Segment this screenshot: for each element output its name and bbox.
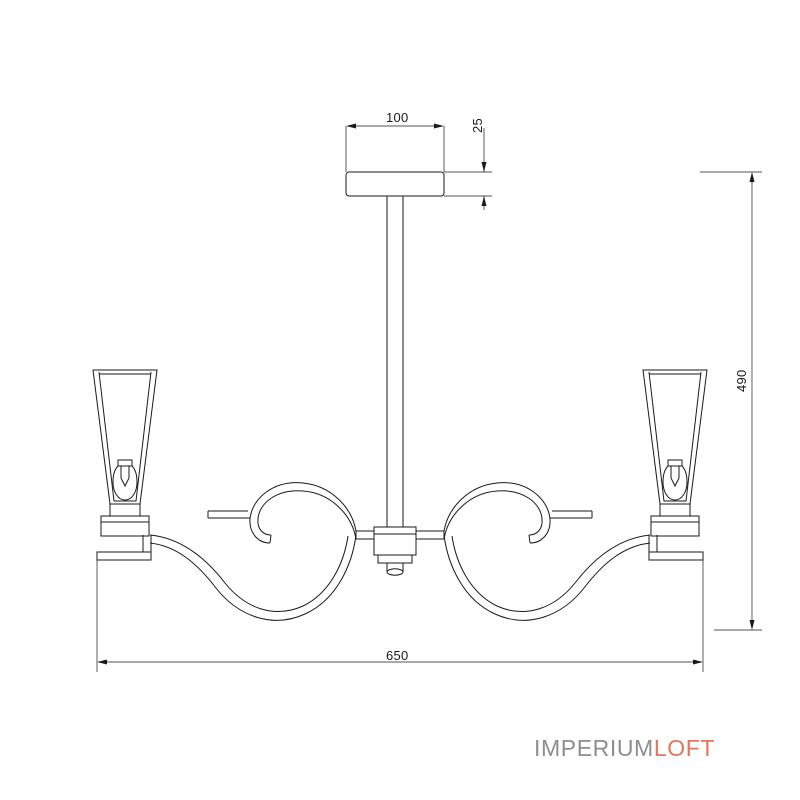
watermark-imperium: IMPERIUM (534, 735, 654, 761)
watermark: IMPERIUMLOFT (534, 735, 715, 762)
arm-left (92, 369, 374, 621)
dimension-490 (700, 171, 762, 631)
watermark-loft: LOFT (653, 735, 715, 761)
arm-right (416, 369, 708, 621)
dimension-100 (345, 123, 445, 172)
central-hub (373, 526, 417, 576)
dimension-label-25: 25 (470, 117, 485, 133)
dimension-650 (96, 556, 704, 672)
central-stem (386, 196, 404, 527)
dimension-label-100: 100 (386, 110, 409, 125)
dimension-label-650: 650 (386, 648, 409, 663)
dimension-label-490: 490 (734, 369, 749, 392)
ceiling-canopy (345, 171, 445, 197)
dimension-25 (444, 128, 492, 210)
